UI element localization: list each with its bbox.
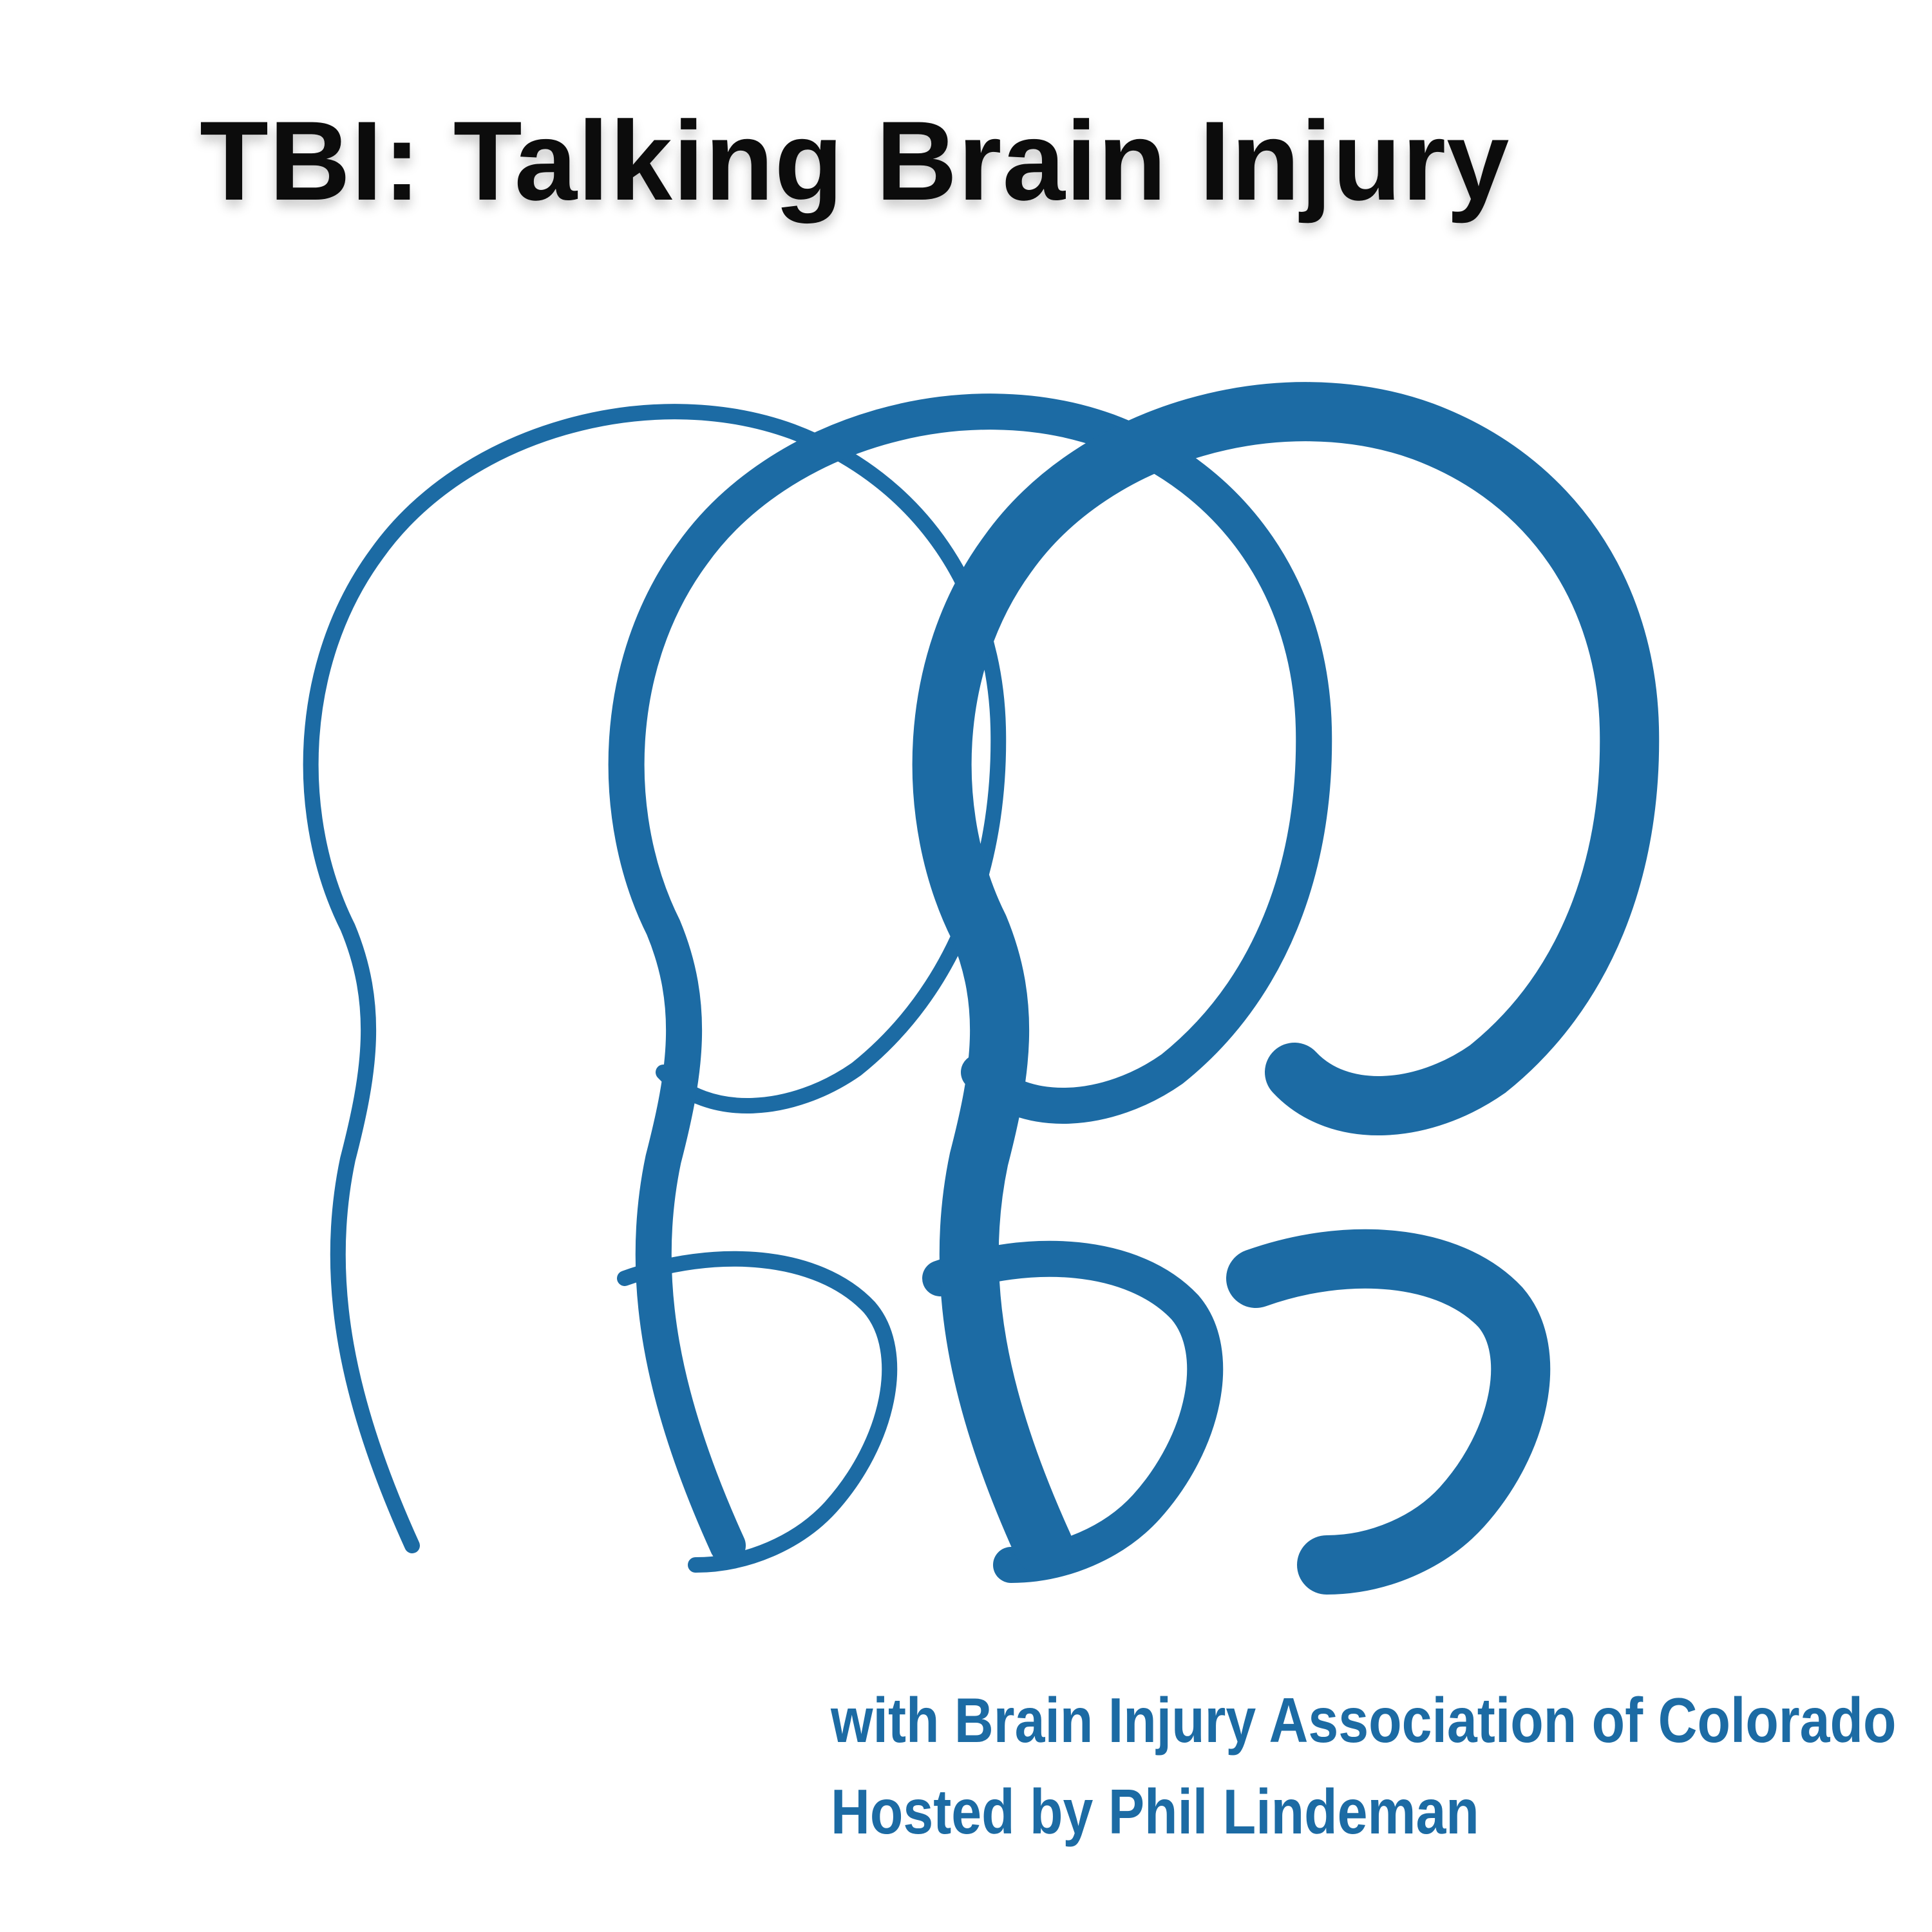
podcast-title: TBI: Talking Brain Injury (200, 99, 1510, 224)
credit-association: with Brain Injury Association of Colorad… (831, 1685, 1897, 1756)
credit-host: Hosted by Phil Lindeman (831, 1776, 1479, 1848)
credits-block: with Brain Injury Association of Colorad… (831, 1674, 1896, 1857)
head-profiles-group (311, 412, 1630, 1565)
